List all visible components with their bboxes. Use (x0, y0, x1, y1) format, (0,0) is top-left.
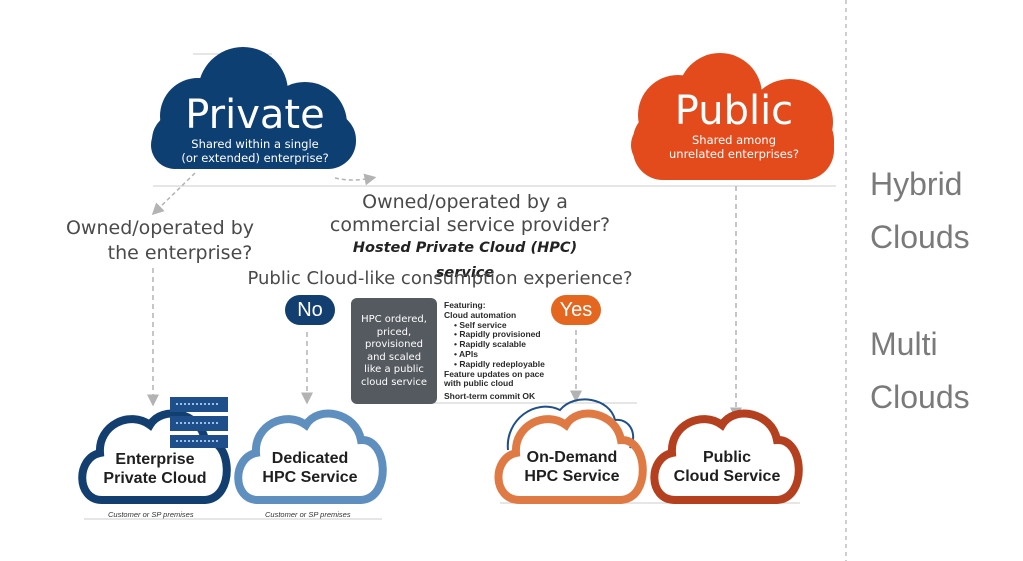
ondemand-hpc-label-1: On-Demand (526, 449, 618, 466)
features-automation: Cloud automation (444, 309, 517, 320)
multi-label-2: Clouds (870, 379, 970, 415)
server-rack-icon (170, 397, 228, 448)
hpc-service-label: Hosted Private Cloud (HPC) service (352, 240, 578, 281)
public-subtitle-2: unrelated enterprises? (669, 147, 799, 161)
public-title: Public (674, 88, 794, 134)
private-cloud-shape (151, 47, 356, 169)
hpc-box-line: and scaled (366, 351, 422, 363)
public-subtitle-1: Shared among (691, 133, 776, 147)
question-consumption: Public Cloud-like consumption experience… (247, 268, 633, 289)
dedicated-hpc-label-2: HPC Service (262, 469, 358, 486)
dedicated-hpc-label-1: Dedicated (271, 450, 349, 467)
features-bullet: • Rapidly provisioned (454, 329, 541, 340)
hpc-box-line: HPC ordered, (361, 314, 427, 325)
question-provider-line-2: commercial service provider? (329, 214, 611, 236)
public-cloud-service-label-2: Cloud Service (673, 468, 781, 485)
enterprise-cloud-shape (78, 409, 231, 504)
hybrid-label-2: Clouds (870, 219, 970, 255)
hpc-box-line: cloud service (360, 376, 428, 388)
question-provider-line-1: Owned/operated by a (362, 191, 568, 213)
ondemand-cloud-shape (494, 398, 647, 504)
multi-label-1: Multi (870, 326, 938, 362)
hpc-box-text: HPC ordered, priced, provisioned and sca… (351, 314, 437, 389)
private-subtitle-1: Shared within a single (191, 137, 319, 151)
enterprise-private-cloud-label-2: Private Cloud (103, 470, 207, 487)
no-pill: No (285, 295, 335, 325)
features-commit: Short-term commit OK (444, 391, 536, 402)
features-bullet: • Rapidly scalable (454, 339, 526, 350)
enterprise-private-cloud-label-1: Enterprise (115, 451, 195, 468)
hpc-box-line: like a public (364, 364, 424, 375)
features-bullet: • Rapidly redeployable (454, 358, 545, 369)
arrow-to-provider (334, 173, 377, 186)
features-updates-2: with public cloud (444, 378, 514, 389)
features-list: Featuring: Cloud automation • Self servi… (444, 300, 554, 402)
arrow-to-enterprise (151, 172, 196, 216)
public-service-cloud-shape (650, 409, 803, 504)
private-title: Private (185, 92, 325, 138)
dedicated-cloud-shape (234, 409, 387, 504)
public-cloud-shape (631, 53, 834, 180)
features-bullet: • Self service (454, 319, 507, 330)
hybrid-label-1: Hybrid (870, 166, 963, 202)
ondemand-hpc-label-2: HPC Service (524, 468, 620, 485)
question-enterprise-line-1: Owned/operated by (65, 217, 255, 239)
yes-pill: Yes (551, 295, 601, 325)
premises-label: Customer or SP premises (108, 510, 194, 519)
hpc-box-line: provisioned (365, 339, 423, 350)
features-updates-1: Feature updates on pace (444, 368, 545, 379)
hpc-box-line: priced, (376, 326, 412, 338)
hpc-info-box (351, 298, 437, 404)
question-enterprise-line-2: the enterprise? (107, 242, 253, 264)
premises-label: Customer or SP premises (265, 510, 351, 519)
features-bullet: • APIs (454, 348, 478, 359)
public-cloud-service-label-1: Public (702, 449, 751, 466)
features-heading: Featuring: (444, 300, 486, 310)
private-subtitle-2: (or extended) enterprise? (181, 151, 329, 165)
